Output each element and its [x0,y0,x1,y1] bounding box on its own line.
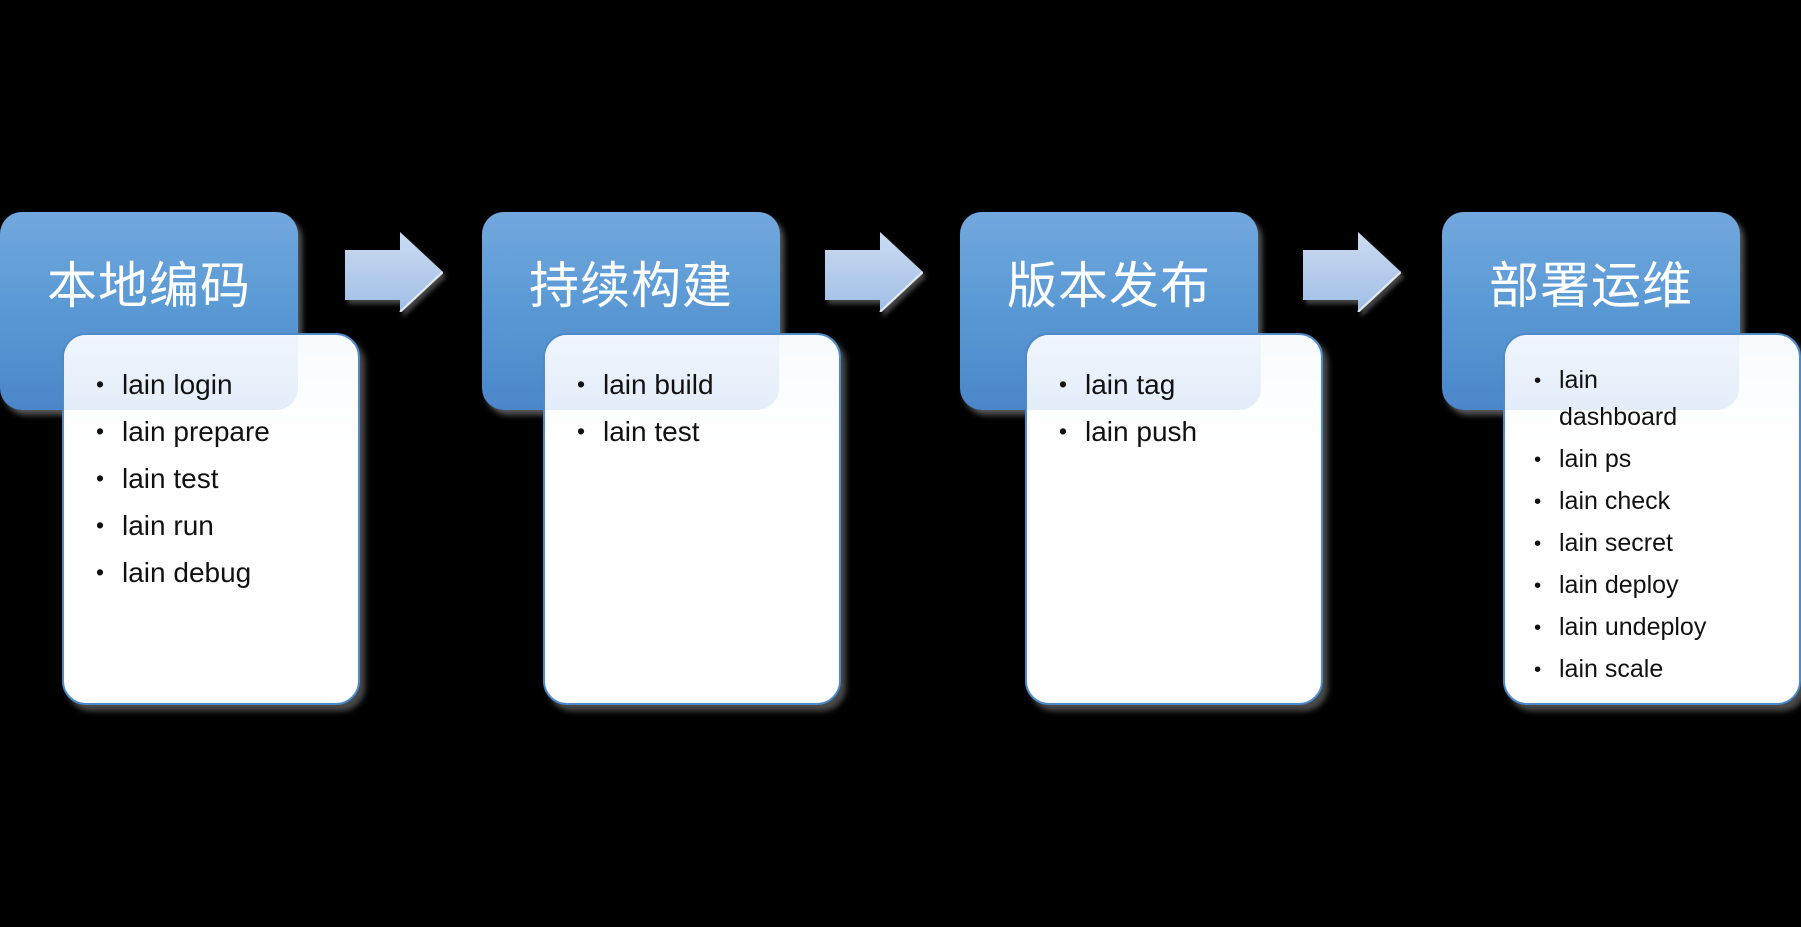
stage-panel-version-release: lain tag lain push [1025,333,1323,705]
command-item: lain undeploy [1534,609,1793,646]
command-item: lain test [96,455,350,502]
stage-panel-deploy-ops: lain dashboard lain ps lain check lain s… [1503,333,1801,705]
command-item: lain dashboard [1534,362,1793,436]
right-arrow-icon [1303,232,1401,312]
command-item: lain push [1059,408,1313,455]
command-item: lain run [96,502,350,549]
command-list: lain build lain test [545,335,839,455]
command-item: lain scale [1534,651,1793,688]
command-list: lain dashboard lain ps lain check lain s… [1505,335,1799,688]
command-list: lain tag lain push [1027,335,1321,455]
command-item: lain debug [96,549,350,596]
command-item: lain test [577,408,831,455]
stage-title: 本地编码 [47,258,251,314]
command-item: lain ps [1534,441,1793,478]
stage-title: 版本发布 [1007,258,1211,314]
command-item: lain secret [1534,525,1793,562]
stage-panel-continuous-build: lain build lain test [543,333,841,705]
right-arrow-icon [825,232,923,312]
stage-title: 持续构建 [529,258,733,314]
stage-title: 部署运维 [1489,258,1693,314]
stage-panel-local-coding: lain login lain prepare lain test lain r… [62,333,360,705]
command-item: lain check [1534,483,1793,520]
command-item: lain prepare [96,408,350,455]
command-list: lain login lain prepare lain test lain r… [64,335,358,596]
command-item: lain login [96,361,350,408]
right-arrow-icon [345,232,443,312]
command-item: lain tag [1059,361,1313,408]
command-item: lain deploy [1534,567,1793,604]
command-item: lain build [577,361,831,408]
